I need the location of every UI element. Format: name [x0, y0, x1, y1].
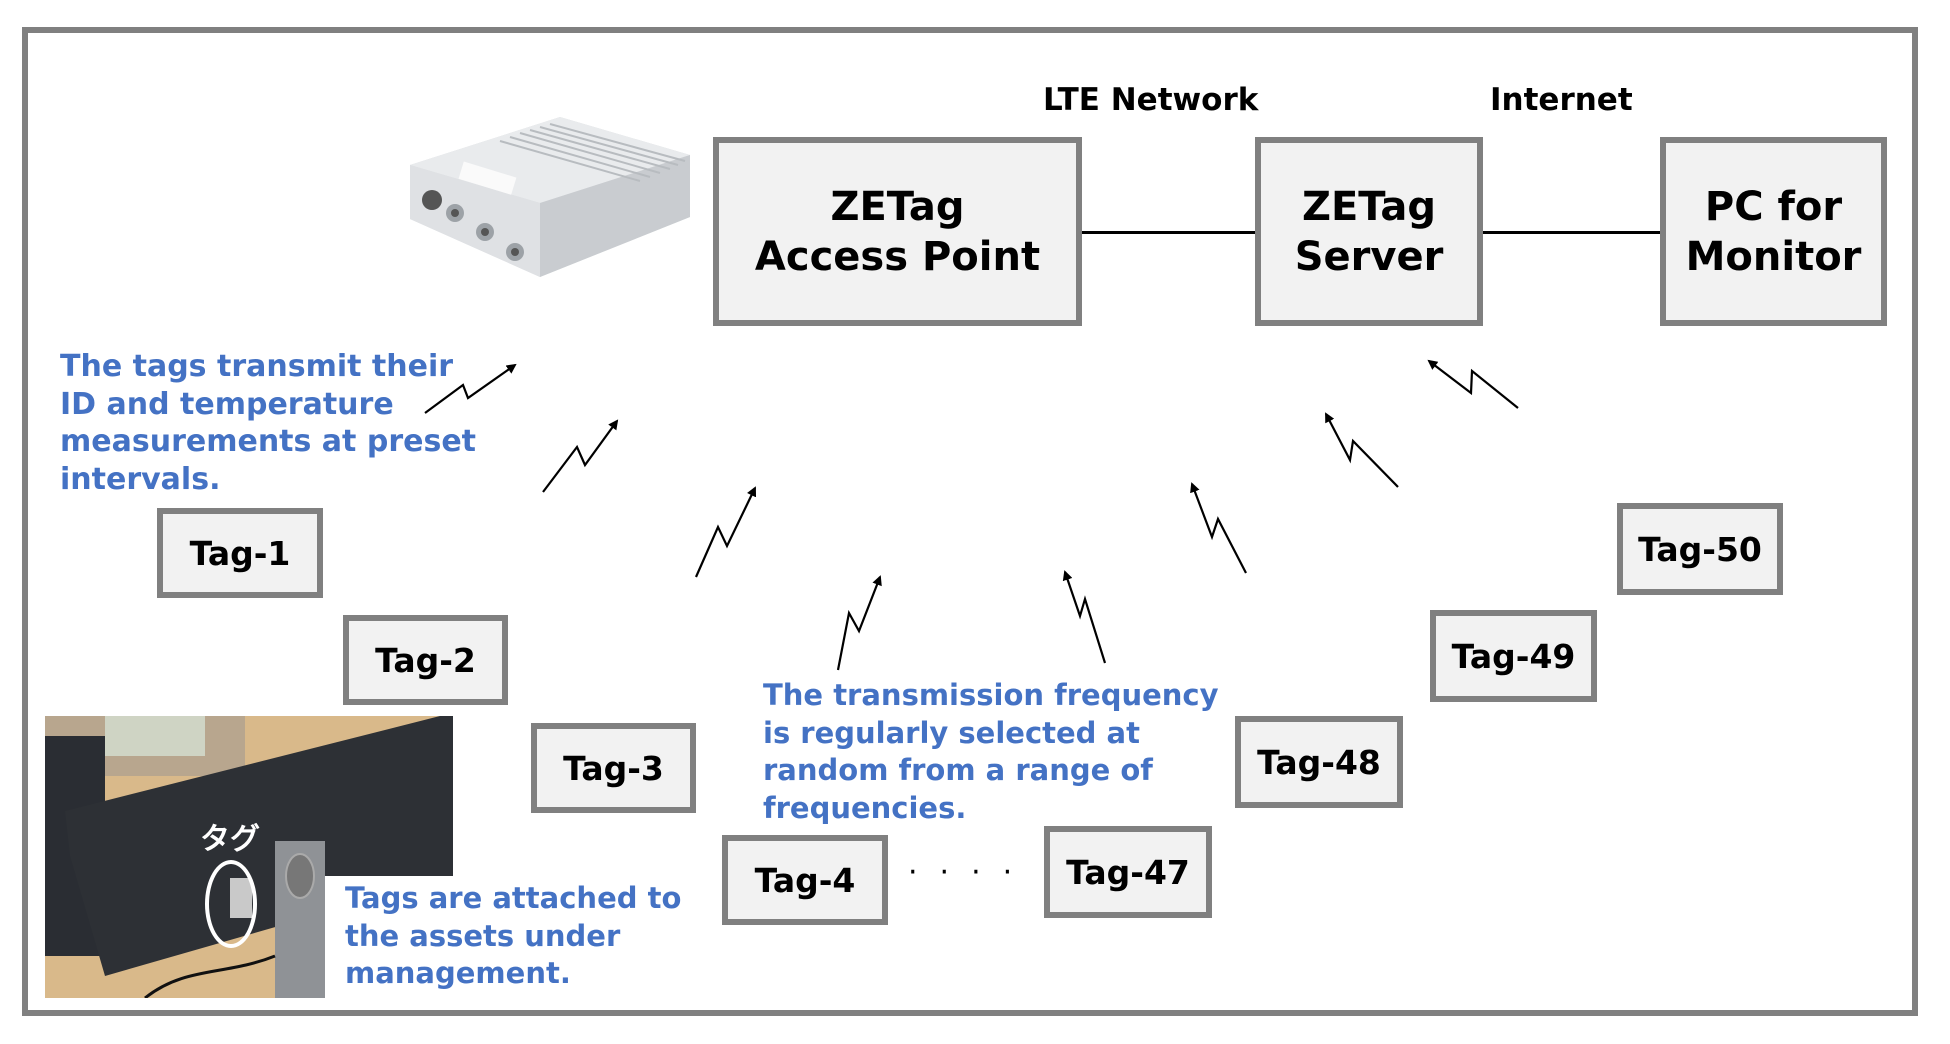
transmit-note-line: measurements at preset — [60, 424, 477, 459]
tag-4-box: Tag-4 — [722, 835, 888, 925]
frequency-note-line: random from a range of — [763, 753, 1153, 787]
signal-arrow-icon — [836, 575, 882, 671]
tag-2-box: Tag-2 — [343, 615, 508, 705]
attached-note-line: management. — [345, 956, 571, 990]
tag-47-box: Tag-47 — [1044, 826, 1212, 918]
frequency-note-line: The transmission frequency — [763, 678, 1219, 712]
ellipsis: ···· — [908, 855, 1035, 890]
transmit-note-line: intervals. — [60, 461, 221, 497]
attached-note-line: the assets under — [345, 918, 621, 953]
attached-note: Tags are attached to the assets under ma… — [345, 880, 681, 993]
internet-link-line — [1483, 231, 1660, 234]
frequency-note: The transmission frequency is regularly … — [763, 677, 1219, 827]
internet-label: Internet — [1490, 82, 1633, 118]
pc-line-2: Monitor — [1685, 233, 1862, 280]
signal-arrow-icon — [542, 419, 619, 493]
signal-arrow-icon — [1062, 570, 1107, 664]
lte-link-line — [1082, 231, 1255, 234]
attached-note-line: Tags are attached to — [345, 881, 682, 915]
tag-label-jp: タグ — [200, 822, 260, 857]
transmit-note: The tags transmit their ID and temperatu… — [60, 348, 476, 498]
frequency-note-line: is regularly selected at — [763, 715, 1140, 750]
signal-arrow-icon — [1427, 359, 1519, 409]
signal-arrow-icon — [1325, 412, 1399, 488]
signal-arrow-icon — [694, 486, 757, 578]
access-point-line-2: Access Point — [754, 233, 1041, 280]
signal-arrow-icon — [424, 363, 517, 414]
access-point-line-1: ZETag — [830, 183, 965, 230]
tag-50-box: Tag-50 — [1617, 503, 1783, 595]
tag-3-box: Tag-3 — [531, 723, 696, 813]
photo-cutout — [325, 876, 455, 1001]
tag-1-box: Tag-1 — [157, 508, 323, 598]
tag-highlight-ellipse — [205, 860, 257, 948]
server-line-2: Server — [1294, 233, 1444, 280]
frequency-note-line: frequencies. — [763, 790, 967, 825]
pc-line-1: PC for — [1704, 183, 1843, 230]
transmit-note-line: ID and temperature — [60, 386, 394, 422]
signal-arrow-icon — [1190, 482, 1247, 574]
lte-network-label: LTE Network — [1043, 82, 1259, 118]
tag-49-box: Tag-49 — [1430, 610, 1597, 702]
tag-48-box: Tag-48 — [1235, 716, 1403, 808]
transmit-note-line: The tags transmit their — [60, 349, 454, 384]
access-point-device-image — [410, 117, 690, 277]
server-line-1: ZETag — [1301, 183, 1437, 230]
